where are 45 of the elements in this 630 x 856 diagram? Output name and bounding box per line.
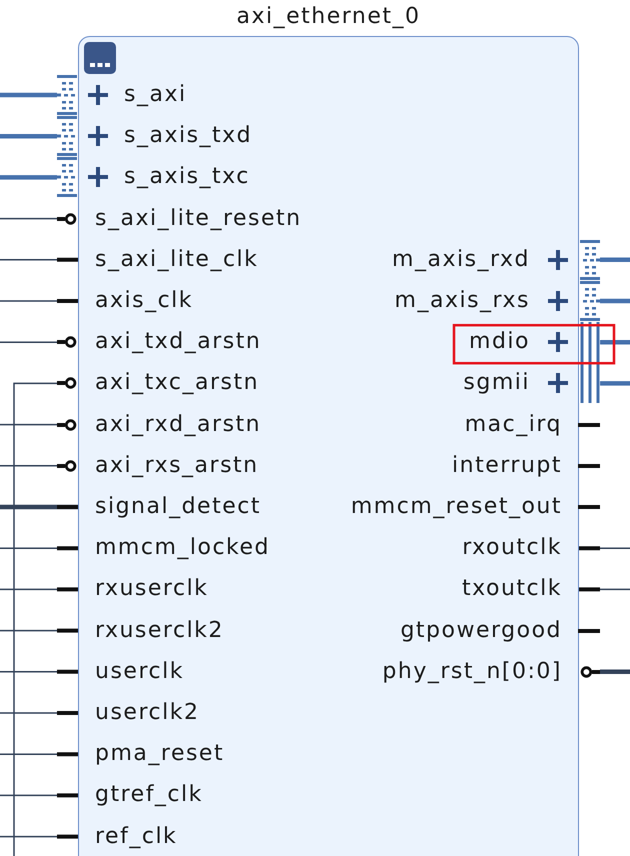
port-label: rxoutclk [462, 537, 562, 560]
port-label: axi_rxs_arstn [95, 454, 259, 477]
wire [0, 134, 57, 138]
port-label: userclk [95, 660, 184, 683]
port-label: mmcm_locked [95, 537, 270, 560]
wire [0, 465, 57, 467]
port-label: ref_clk [95, 826, 178, 848]
port-label: axi_txd_arstn [95, 331, 262, 354]
wire [600, 298, 630, 304]
port-label: axi_txc_arstn [95, 372, 260, 394]
wire [0, 341, 57, 343]
port-label: pma_reset [95, 743, 224, 766]
port-label: mmcm_reset_out [350, 496, 562, 518]
wire [600, 670, 630, 674]
port-label: m_axis_rxd [392, 248, 530, 271]
wire [600, 340, 630, 344]
wire [0, 504, 79, 510]
port-label: phy_rst_n[0:0] [382, 660, 562, 683]
port-label: mdio [469, 331, 530, 354]
port-label: axi_rxd_arstn [95, 414, 262, 436]
port-label: rxuserclk [95, 578, 208, 600]
port-label: gtref_clk [95, 784, 203, 806]
port-label: s_axis_txd [124, 125, 252, 148]
wire [13, 382, 57, 856]
port-label: sgmii [463, 372, 530, 394]
wire [0, 218, 57, 220]
wire [600, 381, 630, 386]
port-label: s_axis_txc [124, 166, 250, 188]
wire [600, 258, 630, 262]
port-label: interrupt [452, 454, 562, 477]
port-label: s_axi [124, 84, 187, 106]
port-label: gtpowergood [400, 620, 562, 642]
port-label: userclk2 [95, 702, 200, 724]
port-label: m_axis_rxs [394, 290, 530, 312]
port-label: s_axi_lite_resetn [95, 208, 302, 230]
port-label: txoutclk [462, 578, 562, 600]
wire [0, 92, 57, 98]
port-label: rxuserclk2 [95, 620, 224, 642]
port-label: signal_detect [95, 496, 261, 518]
block-title: axi_ethernet_0 [236, 3, 420, 31]
wire [0, 424, 57, 426]
port-label: mac_irq [464, 414, 562, 436]
port-label: s_axi_lite_clk [95, 248, 258, 271]
port-label: axis_clk [95, 290, 194, 312]
wire [0, 175, 57, 180]
